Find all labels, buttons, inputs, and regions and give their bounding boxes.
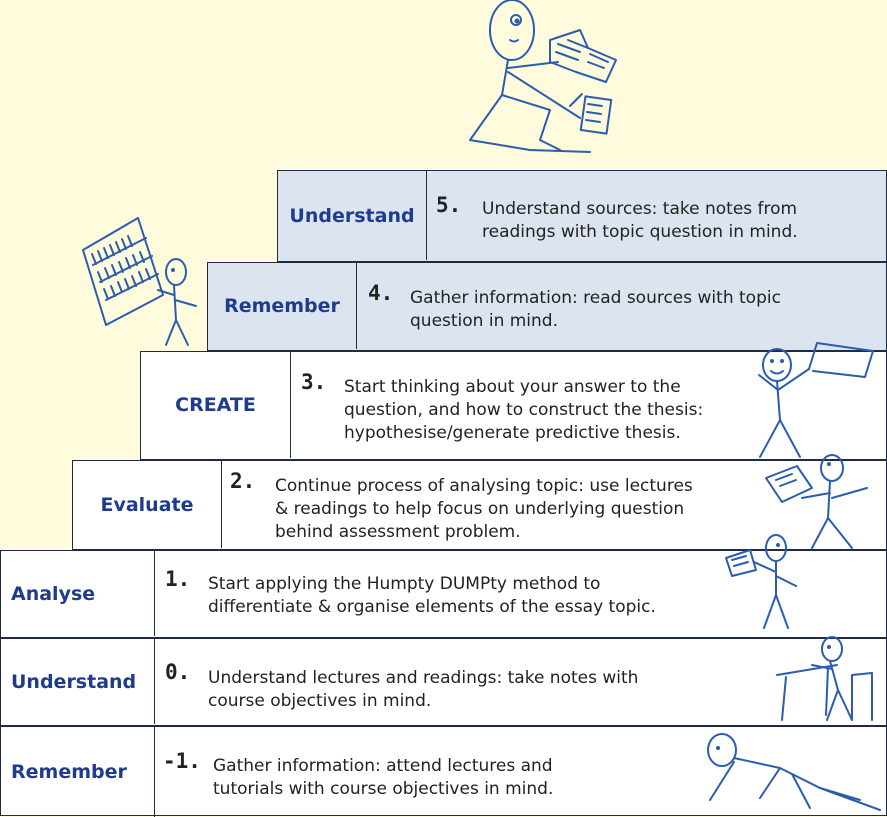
step-4-number: 4. [368,281,394,305]
step-2-text: Continue process of analysing topic: use… [275,476,693,542]
step-0: Understand 0. Understand lectures and re… [0,638,887,726]
step-0-label: Understand [1,639,155,724]
stick-figure-paper-icon [765,454,868,549]
step-5-label: Understand [278,171,427,260]
step-3-label: CREATE [141,352,291,458]
step-0-text: Understand lectures and readings: take n… [208,668,639,711]
step-4-text: Gather information: read sources with to… [410,288,781,331]
step-0-number: 0. [165,660,191,684]
step-minus-1-number: -1. [163,749,201,773]
stick-figure-reading-icon [469,0,617,153]
step-4: Remember 4. Gather information: read sou… [207,262,887,351]
step-minus-1: Remember -1. Gather information: attend … [0,726,887,817]
step-2-number: 2. [230,469,256,493]
step-minus-1-label: Remember [1,727,155,817]
step-1-text: Start applying the Humpty DUMPty method … [208,574,656,617]
stick-figure-crawling-icon [707,733,881,811]
step-2: Evaluate 2. Continue process of analysin… [72,460,887,550]
step-3-number: 3. [301,370,327,394]
stick-figure-desk-icon [776,636,873,721]
step-1-number: 1. [165,567,191,591]
stick-figure-bookshelf-icon [82,217,197,346]
stick-figure-book-icon [725,534,797,629]
step-4-label: Remember [208,263,357,349]
step-2-label: Evaluate [73,461,222,548]
stick-figure-flag-icon [758,342,874,458]
step-1-label: Analyse [1,551,155,636]
step-5: Understand 5. Understand sources: take n… [277,170,887,262]
step-5-number: 5. [436,193,462,217]
